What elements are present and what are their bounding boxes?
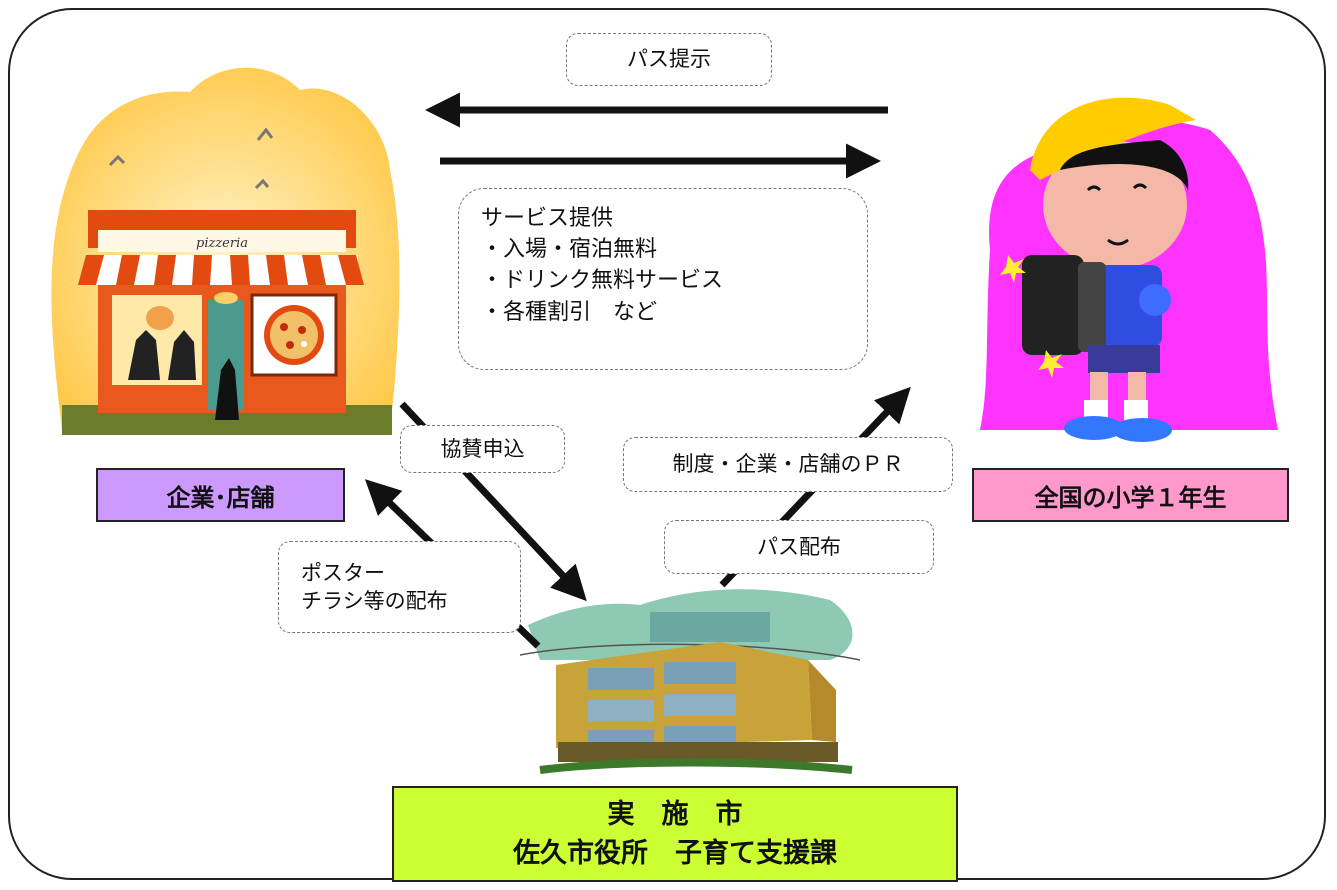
- city-hall-base: [558, 742, 838, 762]
- city-label-line1: 実 施 市: [607, 798, 743, 830]
- bird-icons: [108, 127, 274, 190]
- note-poster-line1: ポスター: [301, 560, 385, 585]
- child-hair: [1060, 140, 1189, 190]
- child-shorts: [1088, 345, 1160, 373]
- grass-strip: [539, 758, 853, 774]
- note-pass-distribute: パス配布: [664, 520, 934, 574]
- child-face: [1043, 141, 1187, 269]
- service-title: サービス提供: [481, 206, 614, 231]
- child-shoe-left: [1064, 416, 1124, 440]
- child-illustration: [980, 97, 1278, 442]
- service-box: サービス提供 ・入場・宿泊無料 ・ドリンク無料サービス ・各種割引 など: [458, 188, 868, 370]
- school-backpack-icon: [1022, 255, 1084, 355]
- people-silhouettes: [128, 330, 196, 380]
- city-label-line2: 佐久市役所 子育て支援課: [513, 838, 837, 869]
- note-sponsor-apply: 協賛申込: [400, 425, 565, 473]
- students-label: 全国の小学１年生: [972, 468, 1289, 522]
- note-pr: 制度・企業・店舗のＰＲ: [623, 437, 953, 492]
- roof-structure: [650, 612, 770, 642]
- sparkle-icon: [1000, 255, 1026, 283]
- shop-sign-text: pizzeria: [196, 236, 248, 251]
- service-item: ・入場・宿泊無料: [481, 237, 658, 263]
- note-pass-present: パス提示: [566, 33, 772, 86]
- city-hall-illustration: [519, 589, 861, 774]
- shop-awning: [78, 255, 364, 285]
- business-label: 企業･店舗: [96, 468, 345, 522]
- note-poster: ポスター チラシ等の配布: [278, 541, 521, 633]
- pizza-chef-dough: [146, 306, 174, 330]
- note-poster-line2: チラシ等の配布: [301, 589, 448, 613]
- shop-illustration: pizzeria: [51, 67, 400, 435]
- walking-woman: [215, 358, 239, 420]
- shop-sign-board: [98, 230, 346, 252]
- city-label: 実 施 市 佐久市役所 子育て支援課: [392, 786, 958, 882]
- sparkle-icon-2: [1038, 350, 1064, 378]
- service-item: ・各種割引 など: [481, 299, 658, 325]
- child-shoe-right: [1112, 418, 1172, 442]
- service-item: ・ドリンク無料サービス: [481, 268, 724, 294]
